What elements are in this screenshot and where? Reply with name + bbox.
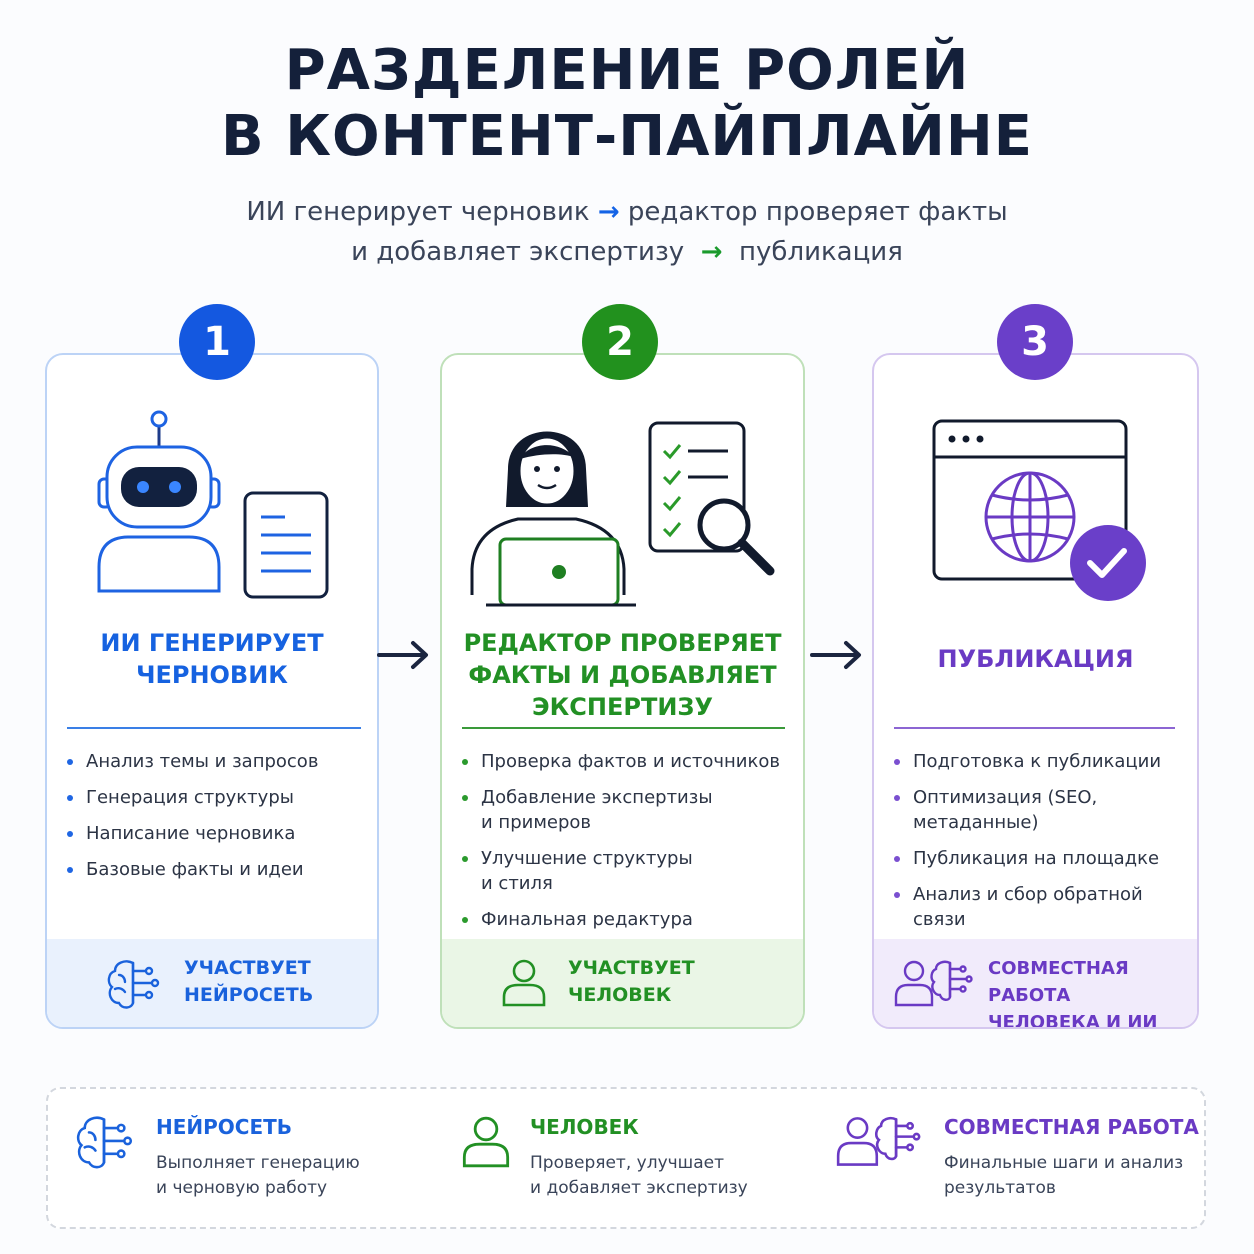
step-number-badge-2: 2 [582, 304, 658, 380]
check-circle-icon [1070, 525, 1146, 601]
robot-icon [97, 410, 221, 593]
step-number-badge-1: 1 [179, 304, 255, 380]
list-item: Публикация на площадке [892, 846, 1197, 871]
subtitle-part-2: редактор проверяет факты [627, 197, 1008, 227]
step-title-editor: РЕДАКТОР ПРОВЕРЯЕТ ФАКТЫ И ДОБАВЛЯЕТ ЭКС… [463, 629, 782, 721]
flow-arrow-right-icon [377, 641, 428, 669]
step-number-badge-3: 3 [997, 304, 1073, 380]
step-task-list: Проверка фактов и источников Добавление … [460, 749, 780, 943]
step-title-ai: ИИ ГЕНЕРИРУЕТ ЧЕРНОВИК [100, 629, 324, 689]
list-item: Базовые факты и идеи [65, 857, 318, 882]
list-item: Подготовка к публикации [892, 749, 1197, 774]
page-title: РАЗДЕЛЕНИЕ РОЛЕЙ В КОНТЕНТ-ПАЙПЛАЙНЕ [0, 38, 1254, 170]
person-brain-icon [894, 960, 973, 1007]
robot-with-document-illustration [97, 410, 329, 599]
participant-label: УЧАСТВУЕТ НЕЙРОСЕТЬ [184, 957, 314, 1006]
magnifier-icon [697, 498, 775, 576]
page-title-line-2: В КОНТЕНТ-ПАЙПЛАЙНЕ [221, 104, 1033, 169]
subtitle-part-3: и добавляет экспертизу [351, 237, 685, 267]
legend-title: ЧЕЛОВЕК [530, 1115, 639, 1139]
brain-icon [76, 1116, 133, 1169]
step-card-editor: РЕДАКТОР ПРОВЕРЯЕТ ФАКТЫ И ДОБАВЛЯЕТ ЭКС… [440, 353, 805, 1029]
legend-description: Финальные шаги и анализ результатов [944, 1153, 1184, 1198]
subtitle-part-4: публикация [739, 237, 903, 267]
list-item: Анализ темы и запросов [65, 749, 318, 774]
legend-description: Проверяет, улучшает и добавляет эксперти… [530, 1153, 748, 1198]
participant-label: УЧАСТВУЕТ ЧЕЛОВЕК [568, 957, 695, 1006]
list-item: Анализ и сбор обратной связи [892, 882, 1197, 932]
participant-label: СОВМЕСТНАЯ РАБОТА ЧЕЛОВЕКА И ИИ [988, 958, 1158, 1029]
participant-footer: УЧАСТВУЕТ ЧЕЛОВЕК [442, 939, 803, 1027]
step-title-publication: ПУБЛИКАЦИЯ [937, 645, 1134, 673]
legend-description: Выполняет генерацию и черновую работу [156, 1153, 360, 1198]
step-task-list: Подготовка к публикации Оптимизация (SEO… [892, 749, 1197, 943]
step-task-list: Анализ темы и запросов Генерация структу… [65, 749, 318, 893]
list-item: Финальная редактура [460, 907, 780, 932]
participant-footer: УЧАСТВУЕТ НЕЙРОСЕТЬ [47, 939, 377, 1027]
browser-globe-check-illustration [932, 419, 1146, 601]
legend-title: СОВМЕСТНАЯ РАБОТА [944, 1115, 1199, 1139]
page-subtitle: ИИ генерирует черновик → редактор провер… [0, 192, 1254, 272]
brain-icon [107, 960, 160, 1009]
document-icon [243, 491, 329, 599]
laptop-icon [486, 537, 636, 607]
subtitle-arrow-2: → [700, 237, 723, 267]
title-divider [67, 727, 361, 729]
subtitle-arrow-1: → [597, 197, 620, 227]
title-divider [462, 727, 785, 729]
person-icon [502, 959, 546, 1007]
list-item: Оптимизация (SEO, метаданные) [892, 785, 1197, 835]
globe-icon [984, 471, 1076, 563]
list-item: Проверка фактов и источников [460, 749, 780, 774]
legend-panel: НЕЙРОСЕТЬ Выполняет генерацию и черновую… [46, 1087, 1206, 1229]
title-divider [894, 727, 1175, 729]
list-item: Написание черновика [65, 821, 318, 846]
participant-footer: СОВМЕСТНАЯ РАБОТА ЧЕЛОВЕКА И ИИ [874, 939, 1197, 1027]
legend-title: НЕЙРОСЕТЬ [156, 1115, 293, 1139]
step-card-publication: ПУБЛИКАЦИЯ Подготовка к публикации Оптим… [872, 353, 1199, 1029]
subtitle-part-1: ИИ генерирует черновик [246, 197, 590, 227]
page-title-line-1: РАЗДЕЛЕНИЕ РОЛЕЙ [284, 38, 970, 103]
flow-arrow-right-icon [810, 641, 861, 669]
step-card-ai: ИИ ГЕНЕРИРУЕТ ЧЕРНОВИК Анализ темы и зап… [45, 353, 379, 1029]
list-item: Генерация структуры [65, 785, 318, 810]
person-icon [462, 1116, 510, 1168]
editor-with-checklist-illustration [470, 421, 775, 607]
person-brain-icon [836, 1116, 921, 1166]
